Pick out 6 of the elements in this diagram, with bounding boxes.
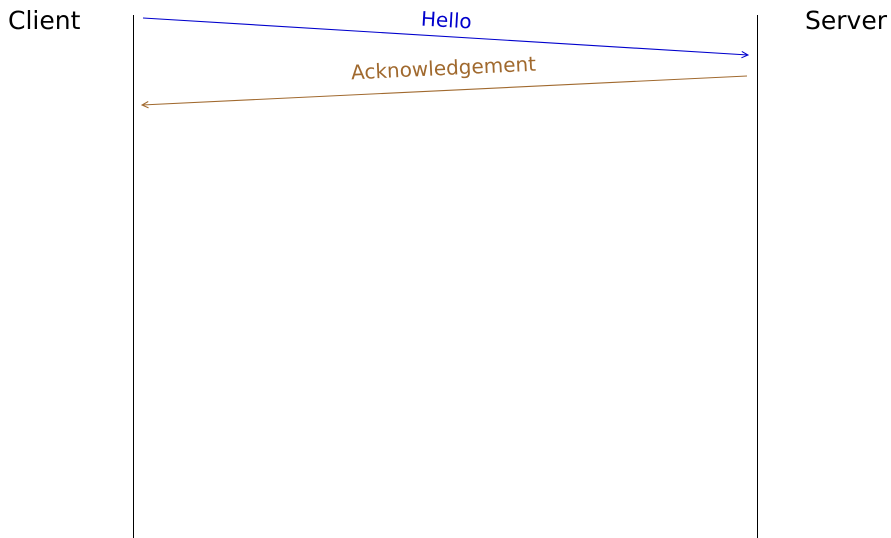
participant-label: Client	[8, 6, 80, 35]
lifeline	[757, 15, 758, 538]
lifeline	[133, 15, 134, 538]
message-arrow	[142, 17, 749, 58]
participant-label: Server	[805, 6, 887, 35]
message-arrow	[141, 75, 748, 108]
